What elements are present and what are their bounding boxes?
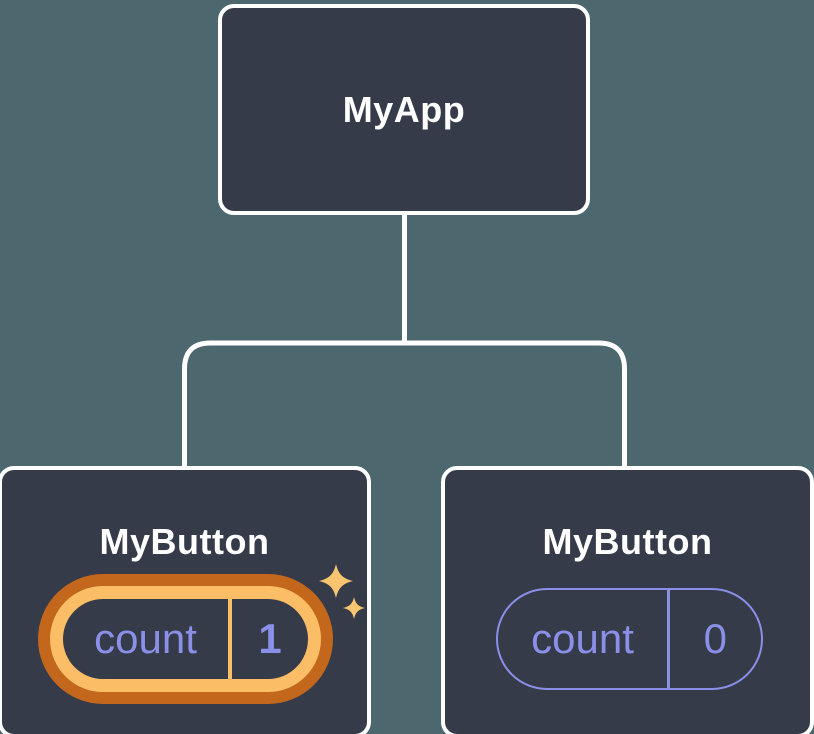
state-key: count — [531, 615, 634, 662]
state-pill-divider — [667, 590, 670, 688]
node-myapp-label: MyApp — [342, 88, 466, 130]
state-pill-divider — [228, 599, 232, 679]
state-pill-normal: count 0 — [496, 588, 763, 690]
connector-branch-bracket — [182, 340, 627, 470]
state-value: 0 — [703, 615, 727, 662]
sparkles-icon — [319, 564, 365, 619]
state-pill-highlighted: count 1 — [38, 574, 333, 704]
state-key: count — [94, 615, 197, 662]
sparkle-large-icon — [319, 564, 353, 598]
node-mybutton-left-label: MyButton — [99, 521, 270, 562]
node-mybutton-right-label: MyButton — [542, 521, 713, 562]
state-pill-highlight-ring: count 1 — [50, 586, 321, 692]
node-mybutton-left: MyButton count 1 — [0, 466, 371, 734]
state-pill-body: count 1 — [63, 599, 308, 679]
state-value: 1 — [258, 615, 282, 662]
node-myapp: MyApp — [218, 4, 590, 215]
node-mybutton-right: MyButton count 0 — [441, 466, 814, 734]
sparkle-small-icon — [343, 597, 365, 619]
